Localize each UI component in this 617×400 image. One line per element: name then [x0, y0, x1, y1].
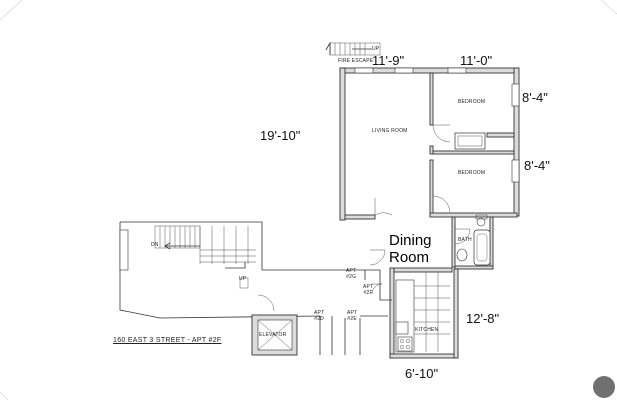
living-room-label: LIVING ROOM — [372, 128, 408, 134]
bedroom-1-depth-dimension: 8'-4" — [522, 90, 548, 105]
bedroom-2-depth-dimension: 8'-4" — [524, 158, 550, 173]
apt-2e-label: APT #2E — [347, 310, 358, 322]
plan-title: 160 EAST 3 STREET - APT #2F — [113, 337, 222, 344]
doors — [257, 124, 471, 312]
bath-label: BATH — [458, 237, 472, 243]
stair-down-label: DN — [151, 242, 159, 248]
bedroom-1-label: BEDROOM — [458, 99, 486, 105]
living-depth-dimension: 19'-10" — [260, 128, 301, 143]
fire-escape — [325, 41, 381, 56]
corridor-and-stairs — [119, 221, 392, 355]
kitchen-depth-dimension: 12'-8" — [466, 311, 500, 326]
bedroom-2-label: BEDROOM — [458, 170, 486, 176]
living-width-dimension: 11'-9" — [372, 53, 405, 68]
fire-escape-up-label: UP — [372, 46, 380, 52]
stair-up-label: UP — [239, 276, 247, 282]
fire-escape-label: FIRE ESCAPE — [338, 58, 374, 64]
apt-2f-label: APT #2F — [363, 284, 374, 296]
kitchen-label: KITCHEN — [415, 327, 439, 333]
kitchen-outline — [389, 267, 459, 359]
kitchen-width-dimension: 6'-10" — [405, 366, 439, 381]
corner-badge-icon — [593, 376, 615, 398]
apt-2d-label: APT #2D — [314, 310, 325, 322]
elevator-shaft — [251, 314, 298, 356]
dining-room-label-line1: Dining — [389, 232, 432, 249]
apt-2g-label: APT #2G — [346, 268, 357, 280]
dining-room-label-line2: Room — [389, 249, 430, 266]
elevator-label: ELEVATOR — [259, 332, 287, 338]
bath-fixtures — [456, 214, 491, 266]
bedroom-width-dimension: 11'-0" — [460, 53, 493, 68]
